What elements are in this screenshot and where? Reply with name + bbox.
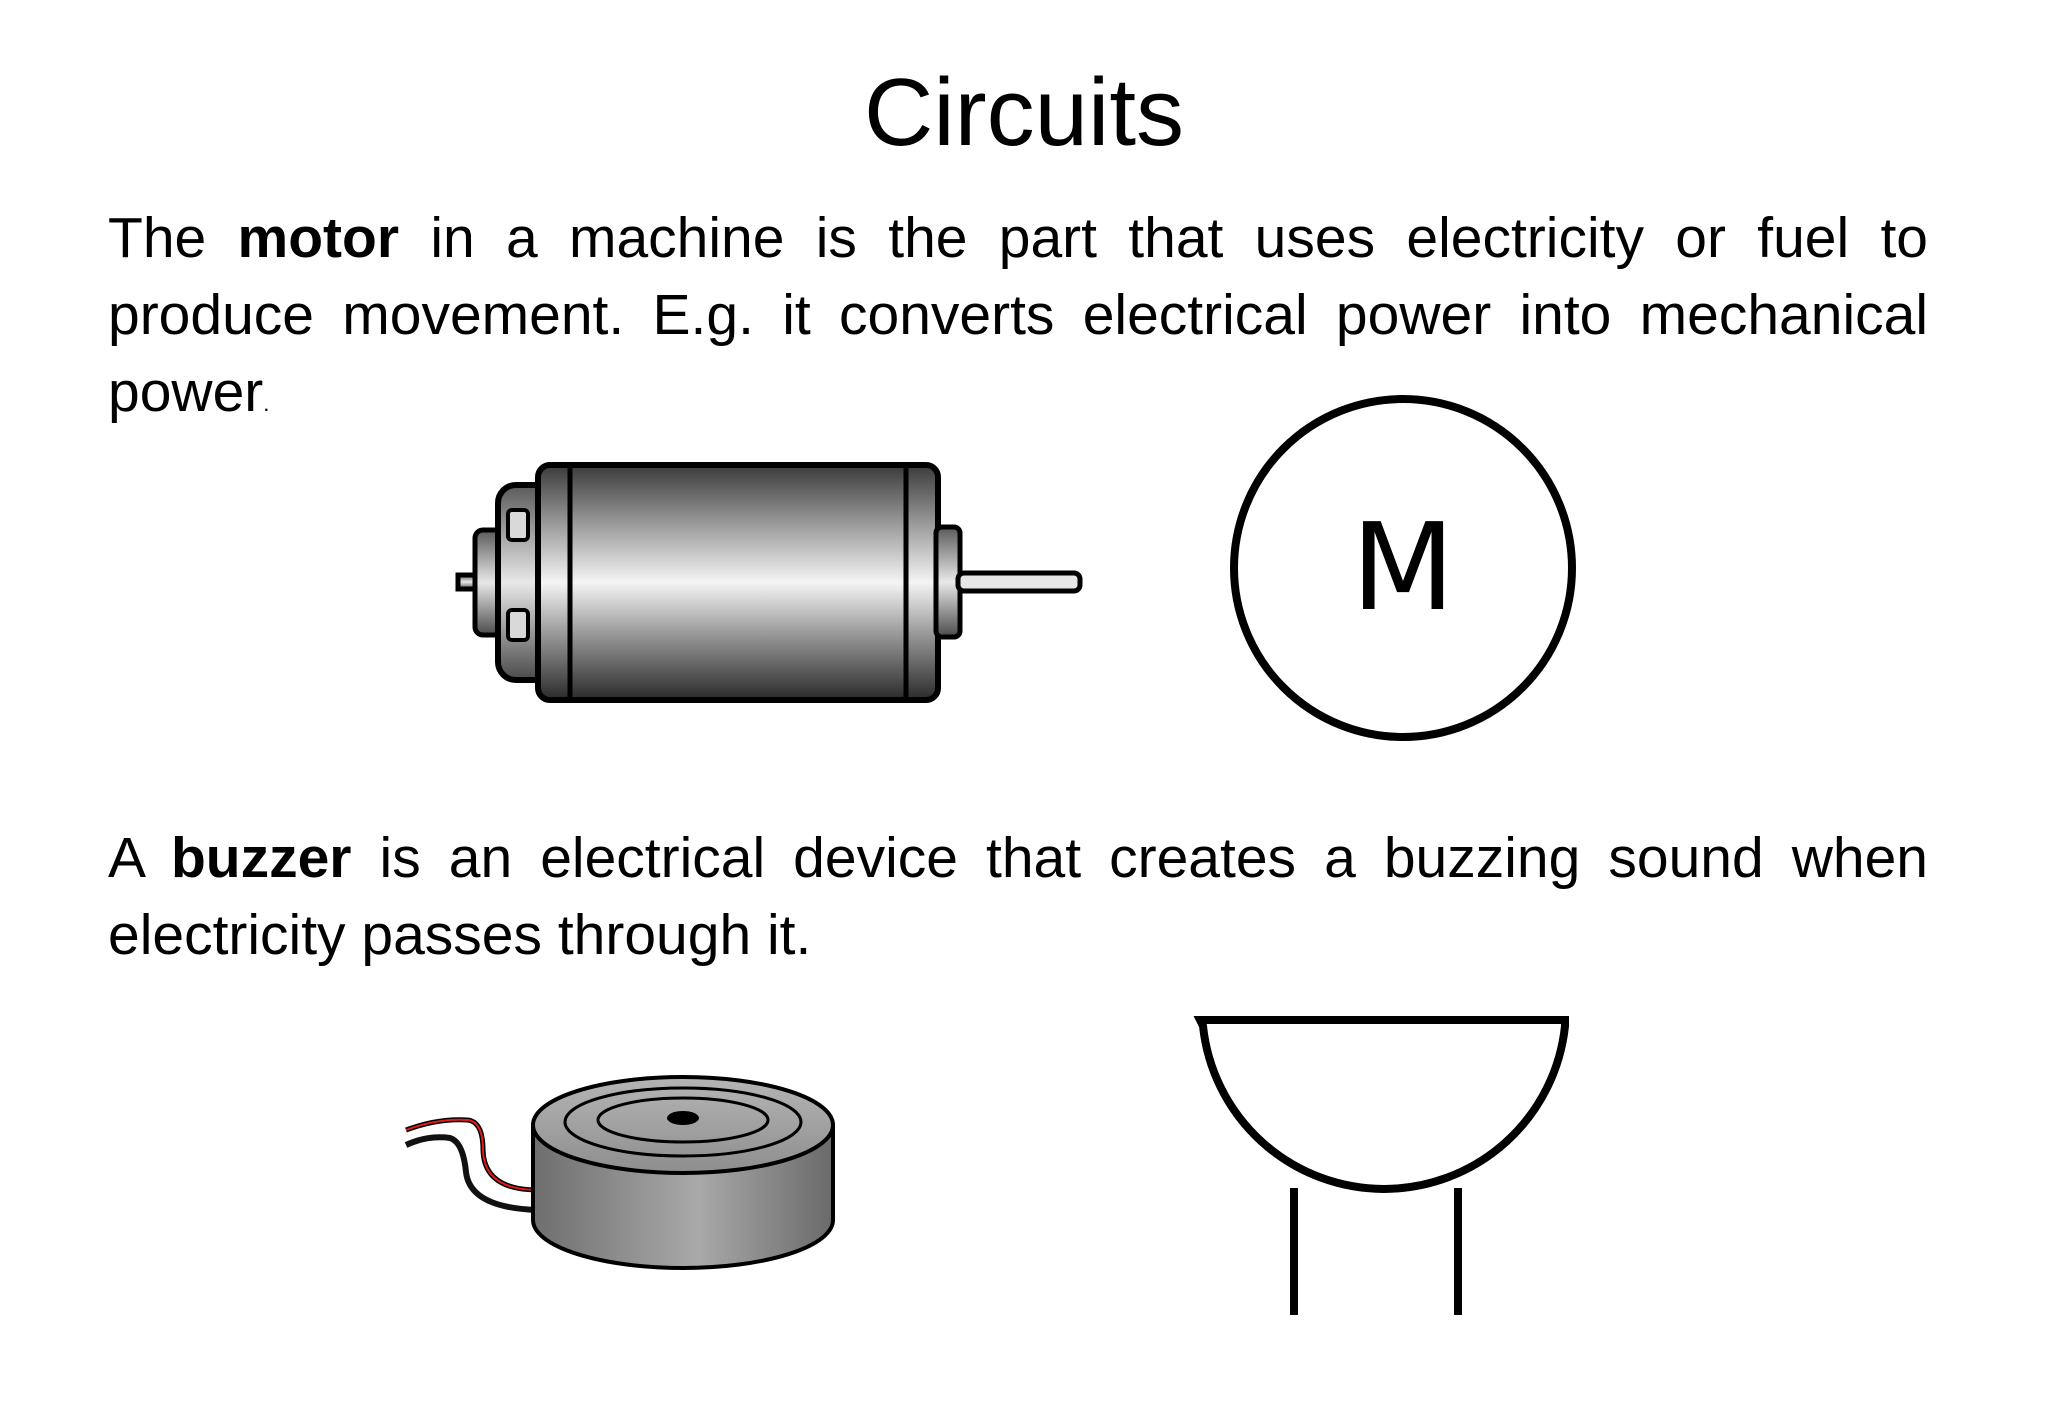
buzzer-illustration bbox=[404, 1075, 835, 1270]
buzzer-text-start: A bbox=[108, 826, 171, 890]
motor-keyword: motor bbox=[237, 206, 400, 270]
buzzer-keyword: buzzer bbox=[170, 826, 352, 890]
motor-description: The motor in a machine is the part that … bbox=[108, 200, 1928, 442]
motor-text-start: The bbox=[108, 206, 238, 270]
buzzer-text-rest: is an electrical device that creates a b… bbox=[108, 826, 1928, 967]
motor-text-period: . bbox=[263, 391, 270, 416]
slide-title: Circuits bbox=[863, 59, 1184, 166]
motor-symbol: M bbox=[1230, 395, 1576, 741]
motor-illustration bbox=[455, 462, 1083, 703]
motor-symbol-letter: M bbox=[1351, 499, 1455, 638]
buzzer-description: A buzzer is an electrical device that cr… bbox=[108, 820, 1928, 974]
motor-text-rest: in a machine is the part that uses elect… bbox=[108, 206, 1928, 424]
buzzer-symbol bbox=[1193, 1016, 1569, 1315]
